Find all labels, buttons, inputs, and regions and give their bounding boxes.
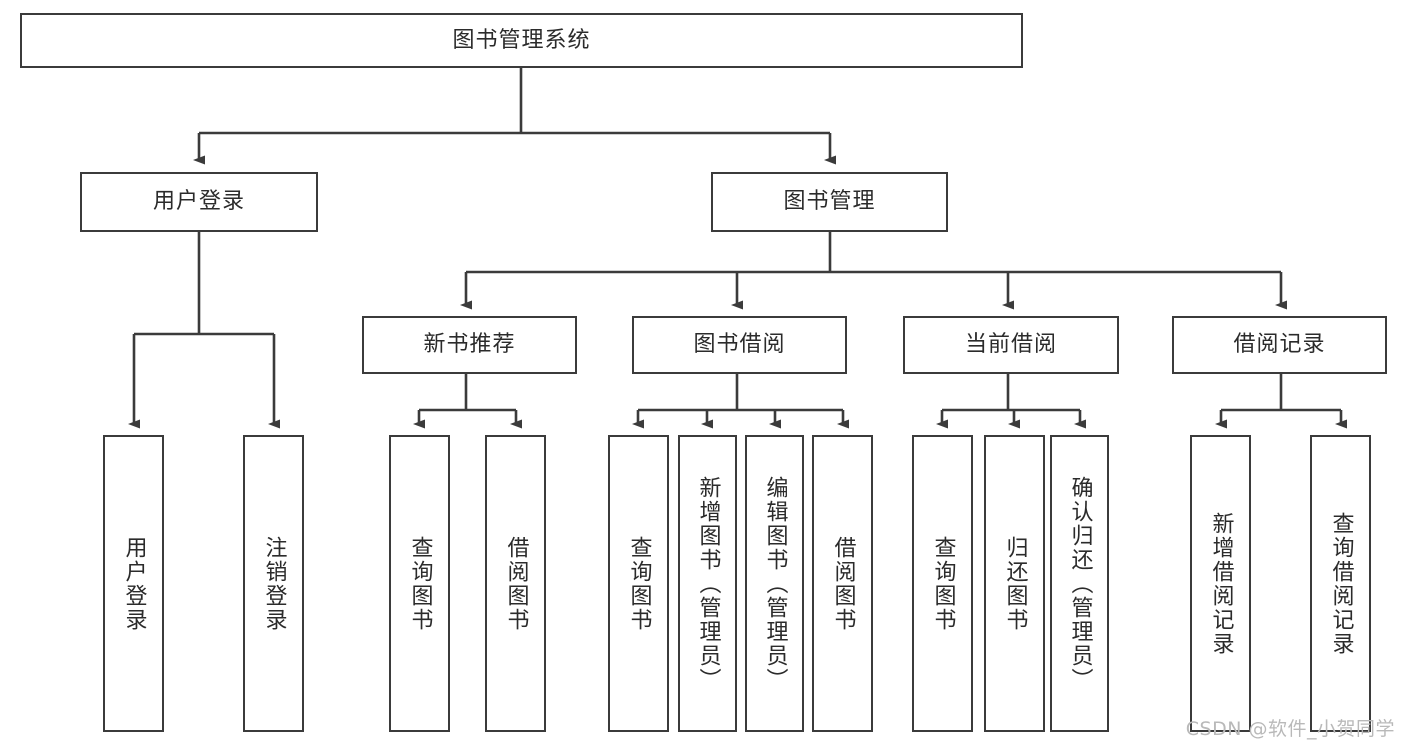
node-book-manage[interactable]: 图书管理 — [711, 172, 948, 232]
node-book-borrow[interactable]: 图书借阅 — [632, 316, 847, 374]
leaf-confirm-return-label: 确认归还（管理员） — [1067, 475, 1093, 692]
leaf-query-record-label: 查询借阅记录 — [1328, 511, 1354, 656]
csdn-watermark: CSDN @软件_小贺同学 — [1185, 718, 1395, 740]
leaf-query-book-2-label: 查询图书 — [626, 535, 652, 632]
node-new-book-recommend[interactable]: 新书推荐 — [362, 316, 577, 374]
node-book-borrow-label: 图书借阅 — [693, 332, 786, 358]
leaf-logout-label: 注销登录 — [261, 535, 287, 632]
leaf-query-book-2[interactable]: 查询图书 — [608, 435, 669, 732]
node-current-borrow[interactable]: 当前借阅 — [903, 316, 1119, 374]
leaf-edit-book[interactable]: 编辑图书（管理员） — [745, 435, 804, 732]
leaf-user-login-label: 用户登录 — [121, 535, 147, 632]
node-borrow-record[interactable]: 借阅记录 — [1172, 316, 1387, 374]
node-user-login[interactable]: 用户登录 — [80, 172, 318, 232]
node-borrow-record-label: 借阅记录 — [1233, 332, 1326, 358]
leaf-add-record-label: 新增借阅记录 — [1208, 511, 1234, 656]
leaf-query-record[interactable]: 查询借阅记录 — [1310, 435, 1371, 732]
leaf-query-book-3-label: 查询图书 — [930, 535, 956, 632]
leaf-add-book-label: 新增图书（管理员） — [695, 475, 721, 692]
node-user-login-label: 用户登录 — [152, 189, 245, 215]
node-book-manage-label: 图书管理 — [783, 189, 876, 215]
leaf-user-login[interactable]: 用户登录 — [103, 435, 164, 732]
node-root[interactable]: 图书管理系统 — [20, 13, 1023, 68]
leaf-query-book-1[interactable]: 查询图书 — [389, 435, 450, 732]
leaf-edit-book-label: 编辑图书（管理员） — [762, 475, 788, 692]
leaf-confirm-return[interactable]: 确认归还（管理员） — [1050, 435, 1109, 732]
node-current-borrow-label: 当前借阅 — [964, 332, 1057, 358]
leaf-add-record[interactable]: 新增借阅记录 — [1190, 435, 1251, 732]
leaf-borrow-book-1[interactable]: 借阅图书 — [485, 435, 546, 732]
leaf-return-book-label: 归还图书 — [1002, 535, 1028, 632]
leaf-borrow-book-2-label: 借阅图书 — [830, 535, 856, 632]
node-new-book-recommend-label: 新书推荐 — [423, 332, 516, 358]
leaf-logout[interactable]: 注销登录 — [243, 435, 304, 732]
leaf-return-book[interactable]: 归还图书 — [984, 435, 1045, 732]
leaf-borrow-book-2[interactable]: 借阅图书 — [812, 435, 873, 732]
leaf-add-book[interactable]: 新增图书（管理员） — [678, 435, 737, 732]
leaf-borrow-book-1-label: 借阅图书 — [503, 535, 529, 632]
node-root-label: 图书管理系统 — [452, 27, 591, 53]
leaf-query-book-1-label: 查询图书 — [407, 535, 433, 632]
leaf-query-book-3[interactable]: 查询图书 — [912, 435, 973, 732]
